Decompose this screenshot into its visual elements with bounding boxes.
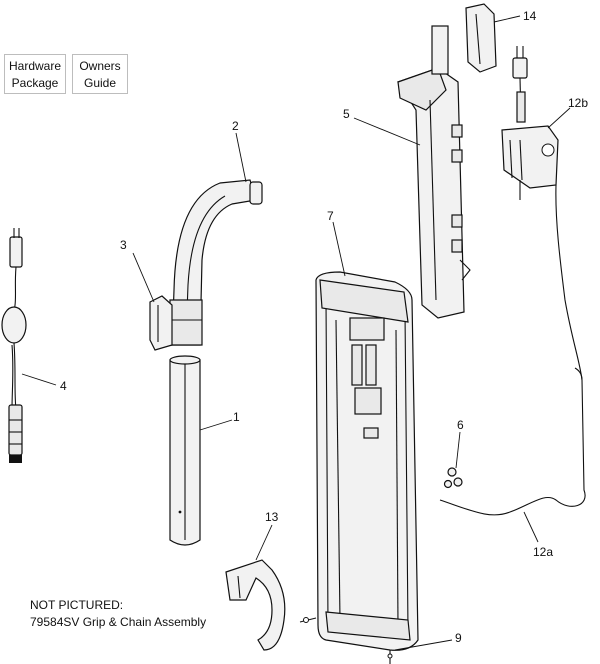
part-1-lower-tube (169, 355, 201, 546)
callout-3: 3 (120, 238, 127, 252)
callout-14: 14 (523, 9, 537, 23)
part-14-clip (465, 3, 497, 73)
callout-2: 2 (232, 119, 239, 133)
callout-9: 9 (455, 631, 462, 645)
hardware-package-line2: Package (11, 76, 59, 90)
not-pictured-item: 79584SV Grip & Chain Assembly (30, 615, 207, 629)
callout-4: 4 (60, 379, 67, 393)
part-4-cord (1, 228, 27, 463)
callout-1: 1 (233, 410, 240, 424)
part-3-hook (149, 295, 173, 351)
part-2-handle (169, 179, 263, 346)
part-5-rear-panel (397, 25, 471, 319)
not-pictured-heading: NOT PICTURED: (30, 598, 124, 612)
callout-12a: 12a (533, 545, 553, 559)
part-7-body (315, 271, 419, 651)
owners-guide-box: Owners Guide (72, 54, 128, 94)
callout-12b: 12b (568, 96, 588, 110)
callout-13: 13 (265, 510, 279, 524)
owners-guide-line2: Guide (83, 76, 117, 90)
hardware-package-line1: Hardware (8, 59, 62, 73)
callout-6: 6 (457, 418, 464, 432)
part-6-fasteners (443, 467, 463, 489)
part-9-fastener (387, 650, 393, 664)
owners-guide-line1: Owners (79, 59, 121, 73)
part-12b-cord (439, 46, 586, 516)
not-pictured-note: NOT PICTURED: 79584SV Grip & Chain Assem… (30, 597, 206, 631)
callout-5: 5 (343, 107, 350, 121)
part-13-bracket (225, 559, 317, 651)
hardware-package-box: Hardware Package (4, 54, 66, 94)
callout-7: 7 (327, 209, 334, 223)
